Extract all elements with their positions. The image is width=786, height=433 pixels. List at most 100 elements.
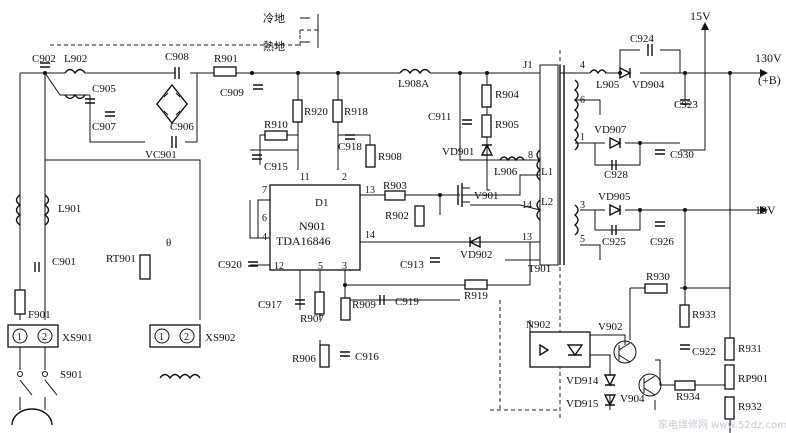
ref-c915: C915	[264, 161, 288, 173]
ref-r919: R919	[464, 290, 488, 302]
rail-15v-label: 15V	[690, 9, 711, 23]
xs902-body	[149, 324, 201, 348]
t901-tap-l1: L1	[541, 166, 553, 178]
chip-inner-d1: D1	[315, 197, 328, 209]
xs901-body	[7, 324, 59, 348]
ref-c923: C923	[674, 99, 698, 111]
vd902-symbol	[468, 235, 481, 249]
r919-symbol	[464, 279, 488, 290]
t901-pin-5: 5	[580, 234, 585, 245]
n901-pin7-6-link	[257, 199, 271, 239]
ref-c908: C908	[165, 51, 189, 63]
degauss-coil-symbol	[159, 373, 201, 380]
c917-symbol	[295, 299, 305, 305]
chip-pin-3: 3	[342, 261, 347, 272]
t901-pin-14: 14	[522, 200, 532, 211]
c905-symbol	[85, 98, 95, 104]
resistor-symbols	[14, 66, 735, 420]
arrow-130v-icon	[760, 69, 768, 77]
chip-pin-11: 11	[300, 172, 310, 183]
c911-symbol	[462, 119, 472, 125]
c908-symbol	[174, 67, 180, 79]
opto-ref: N902	[526, 319, 550, 331]
v904-symbol	[638, 373, 662, 397]
t901-tap-l2: L2	[541, 196, 553, 208]
t901-pin-6: 6	[580, 95, 585, 106]
r906-symbol	[319, 344, 330, 368]
ref-r931: R931	[738, 343, 762, 355]
transistor-symbols	[613, 340, 662, 397]
xs902-pin1: 1	[159, 332, 164, 343]
vd901-symbol	[480, 143, 494, 156]
chip-pin-7: 7	[262, 185, 267, 196]
ref-c917: C917	[258, 299, 282, 311]
chip-pin-12: 12	[274, 261, 284, 272]
c926-symbol	[655, 221, 665, 227]
chip-pin-14: 14	[365, 230, 375, 241]
ref-r901: R901	[214, 53, 238, 65]
ref-c919: C919	[395, 296, 419, 308]
ref-vd915: VD915	[566, 398, 599, 410]
ref-vc901: VC901	[145, 149, 177, 161]
v902-symbol	[613, 340, 637, 364]
c925-symbol	[611, 225, 617, 235]
r907-symbol	[314, 291, 325, 315]
t901-tap-j1: J1	[523, 59, 533, 71]
bridge-rectifier	[156, 83, 188, 125]
l902-symbol	[64, 68, 86, 75]
ref-c911: C911	[428, 111, 451, 123]
ref-c925: C925	[602, 236, 626, 248]
r903-symbol	[384, 190, 406, 201]
wiring	[19, 14, 760, 433]
ref-v904: V904	[620, 393, 645, 405]
connector-symbols	[7, 324, 201, 348]
ref-r908: R908	[378, 151, 402, 163]
cold-ground-label: 冷地	[263, 12, 285, 25]
ref-vd901: VD901	[442, 146, 474, 158]
c919-symbol	[379, 295, 385, 305]
labels: 冷地 熱地 15V 130V (+B) 13V N901 TDA16846 D1…	[17, 9, 782, 413]
r902-symbol	[414, 205, 425, 227]
vd914-symbol	[603, 374, 617, 387]
ref-l902: L902	[64, 53, 87, 65]
v901-mosfet	[457, 183, 470, 207]
ref-vd904: VD904	[632, 79, 665, 91]
c922-symbol	[680, 344, 690, 350]
c915-symbol	[252, 154, 262, 160]
watermark: 家电维修网 www.52dz.com	[658, 418, 786, 431]
t901-transformer	[536, 64, 579, 266]
chip-part: TDA16846	[276, 234, 331, 248]
rail-130v-label: 130V	[755, 51, 782, 65]
ref-r906: R906	[292, 353, 316, 365]
ref-r909: R909	[352, 299, 376, 311]
ref-c920: C920	[218, 259, 242, 271]
c907-symbol	[105, 111, 115, 117]
ref-r918: R918	[344, 106, 368, 118]
ref-v902: V902	[598, 321, 622, 333]
ref-c909: C909	[220, 87, 244, 99]
ref-c905: C905	[92, 83, 116, 95]
l905-symbol	[589, 69, 607, 75]
c924-symbol	[647, 44, 653, 56]
ref-c924: C924	[630, 33, 654, 45]
xs901-pin1: 1	[17, 332, 22, 343]
c928-symbol	[611, 160, 617, 170]
r932-symbol	[724, 396, 735, 420]
c913-symbol	[430, 257, 440, 263]
rail-130v-sub-label: (+B)	[758, 73, 781, 87]
c916-symbol	[340, 351, 350, 357]
ref-r933: R933	[692, 309, 716, 321]
s901-switch-and-plug	[11, 347, 58, 426]
chip-pin-5: 5	[318, 261, 323, 272]
t901-pin-13: 13	[522, 232, 532, 243]
ref-r920: R920	[304, 106, 328, 118]
r904-symbol	[481, 84, 492, 108]
ref-r907: R907	[300, 313, 324, 325]
t901-ref: T901	[528, 263, 551, 275]
ref-c907: C907	[92, 121, 116, 133]
ref-l906: L906	[494, 166, 518, 178]
ref-l905: L905	[596, 79, 620, 91]
chip-pin-13: 13	[365, 185, 375, 196]
c909-symbol	[253, 84, 263, 90]
ref-f901: F901	[28, 309, 51, 321]
